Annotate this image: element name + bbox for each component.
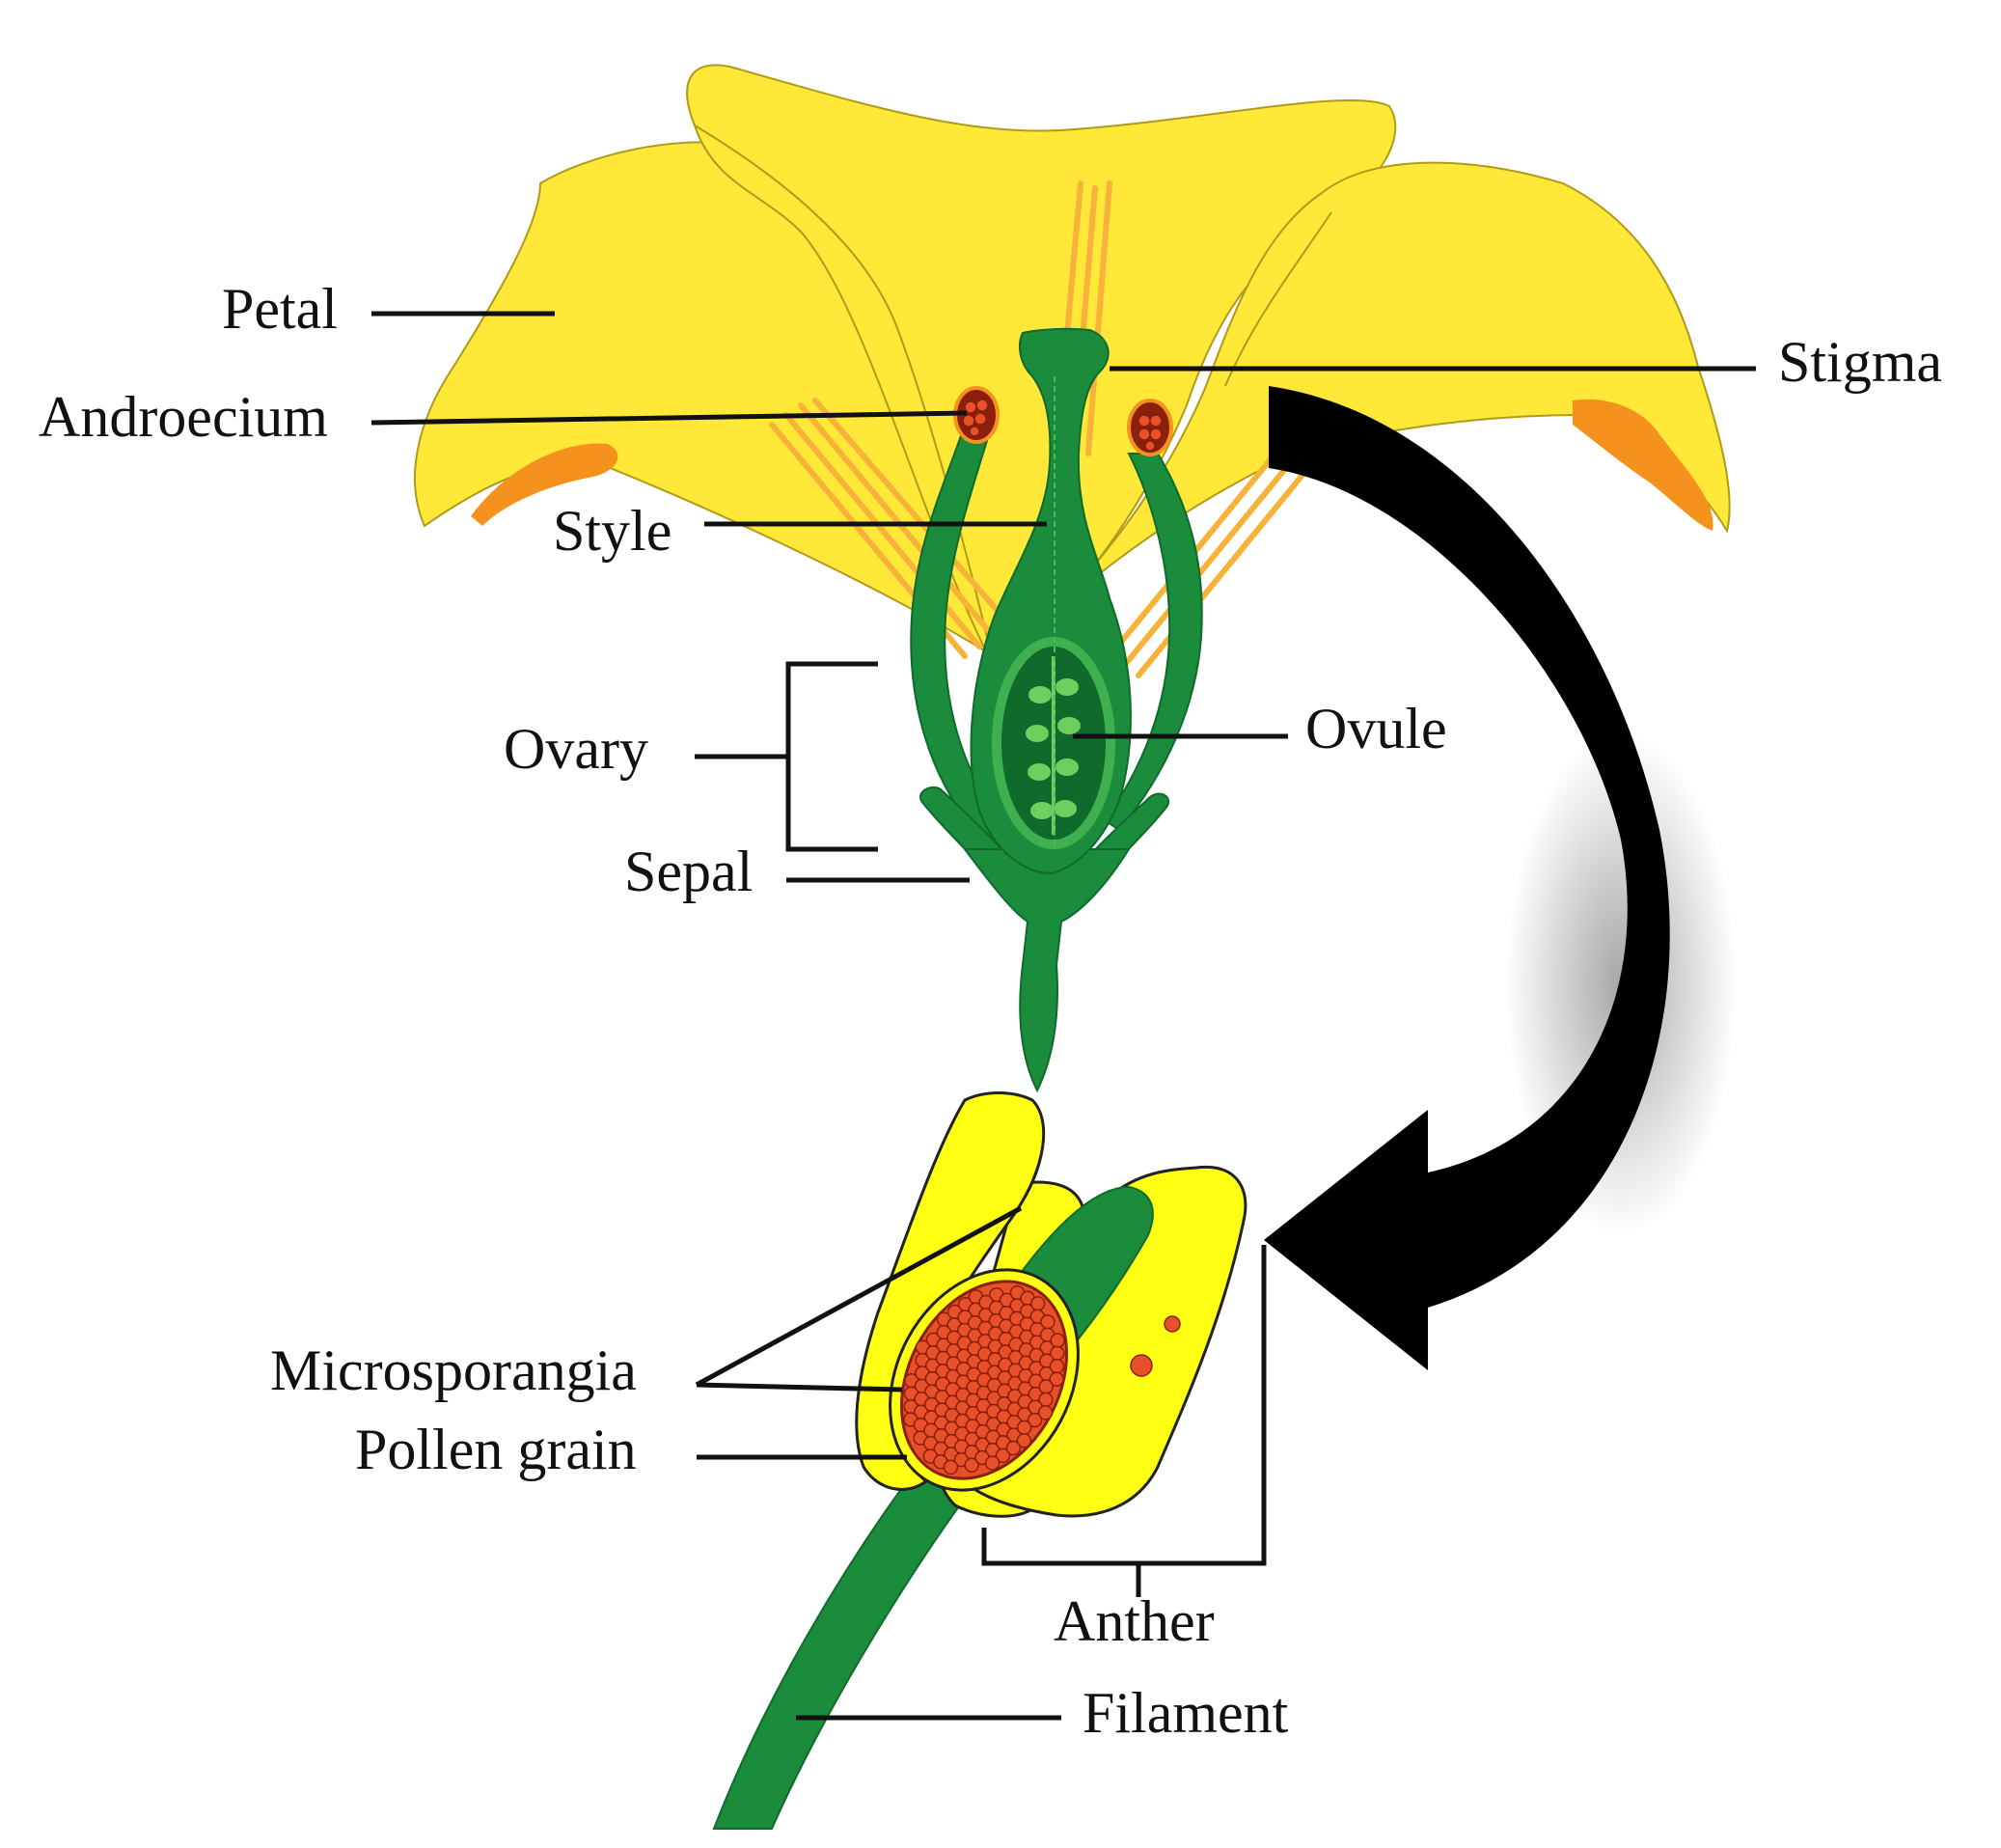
label-filament: Filament <box>1083 1681 1289 1745</box>
petal-tip-right <box>1573 399 1713 531</box>
label-anther: Anther <box>1054 1589 1215 1653</box>
label-style: Style <box>553 499 672 563</box>
pollen-grain <box>964 1457 979 1474</box>
label-microsporangia: Microsporangia <box>270 1338 637 1402</box>
label-ovary: Ovary <box>504 717 648 781</box>
curved-arrow <box>1264 386 1670 1370</box>
pollen-grain <box>1027 1412 1043 1428</box>
pollen-grain <box>1029 1296 1046 1311</box>
ovules <box>1026 678 1081 819</box>
leader-lines <box>370 311 1756 1721</box>
pollen-grain <box>995 1448 1011 1464</box>
pollen-grain <box>943 1459 959 1476</box>
label-petal: Petal <box>222 277 338 341</box>
pollen-grain <box>1038 1379 1054 1394</box>
petal-tip-left <box>471 443 618 526</box>
stamen-right <box>1103 399 1203 832</box>
pollen-grain <box>1050 1333 1065 1348</box>
pollen-grain <box>1005 1440 1022 1456</box>
zoom-arrow <box>1264 386 1737 1370</box>
pollen-grain <box>1016 1420 1032 1436</box>
pollen-grains <box>903 1284 1065 1476</box>
label-androecium: Androecium <box>39 385 328 449</box>
label-ovule: Ovule <box>1305 697 1447 760</box>
pollen-grain <box>1049 1359 1065 1374</box>
pollen-grain <box>1049 1371 1064 1387</box>
pollen-grain <box>1037 1405 1054 1420</box>
label-stigma: Stigma <box>1778 330 1942 394</box>
label-sepal: Sepal <box>624 840 753 903</box>
anther-small-right <box>1127 399 1173 456</box>
labels: Petal Androecium Style Stigma Ovary Ovul… <box>39 277 1942 1745</box>
pollen-grain <box>1016 1433 1032 1448</box>
pollen-grain <box>984 1455 1000 1471</box>
stamen-zoom <box>712 1091 1247 1830</box>
label-pollen-grain: Pollen grain <box>355 1418 637 1481</box>
